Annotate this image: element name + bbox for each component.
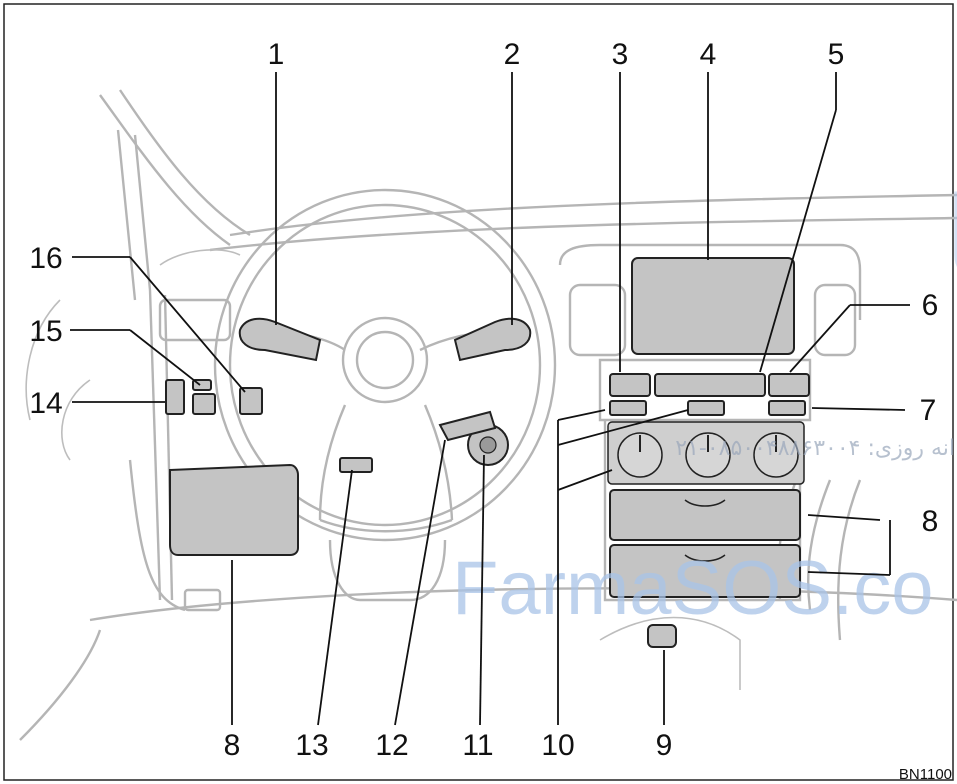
callout-14: 14 [29, 387, 62, 420]
callout-3: 3 [612, 38, 629, 71]
callout-15: 15 [29, 315, 62, 348]
callout-10: 10 [541, 729, 574, 762]
rear-defogger-switch [768, 373, 810, 397]
components [165, 257, 810, 648]
clock-display [654, 373, 766, 397]
callout-8-left: 8 [224, 729, 241, 762]
callout-5: 5 [828, 38, 845, 71]
callout-labels: 1 2 3 4 5 6 7 8 8 9 10 11 12 13 14 15 16 [29, 38, 938, 762]
hood-release [339, 457, 373, 473]
watermark-phone-text: انه روزی: ۰۸۵۰۰۴۸۸۶۳۰۰۴-۲۱ [675, 436, 955, 461]
headlight-leveling-switch [192, 393, 216, 415]
watermarks: ادخودروفارما انه روزی: ۰۸۵۰۰۴۸۸۶۳۰۰۴-۲۱ … [452, 173, 957, 631]
ac-button-center [687, 400, 725, 416]
audio-display-panel [631, 257, 795, 355]
watermark-script-text: ادخودروفارما [944, 173, 957, 302]
tilt-steering-lever [438, 410, 497, 442]
airflow-knob [753, 432, 799, 478]
storage-tray-upper [609, 489, 801, 541]
storage-tray-lower [609, 544, 801, 598]
callout-12: 12 [375, 729, 408, 762]
leader-lines [70, 72, 910, 726]
callout-4: 4 [700, 38, 717, 71]
callout-8-right: 8 [922, 505, 939, 538]
ac-button-left [609, 400, 647, 416]
callout-16: 16 [29, 242, 62, 275]
wiper-lever [453, 317, 532, 362]
callout-2: 2 [504, 38, 521, 71]
image-code: BN1100 [899, 766, 952, 783]
callout-7: 7 [920, 394, 937, 427]
callout-1: 1 [268, 38, 285, 71]
callout-9: 9 [656, 729, 673, 762]
callout-13: 13 [295, 729, 328, 762]
power-outlet [647, 624, 677, 648]
ac-button-right [768, 400, 806, 416]
callout-6: 6 [922, 289, 939, 322]
fan-speed-knob [617, 432, 663, 478]
glove-box [169, 463, 299, 556]
mirror-switch [165, 379, 185, 415]
callout-11: 11 [462, 729, 493, 762]
fog-light-switch [239, 387, 263, 415]
watermark-brand-text: FarmaSOS.co [452, 546, 933, 631]
figure-border [3, 3, 954, 781]
hazard-switch [609, 373, 651, 397]
temperature-knob [685, 432, 731, 478]
turn-signal-lever [238, 317, 322, 362]
